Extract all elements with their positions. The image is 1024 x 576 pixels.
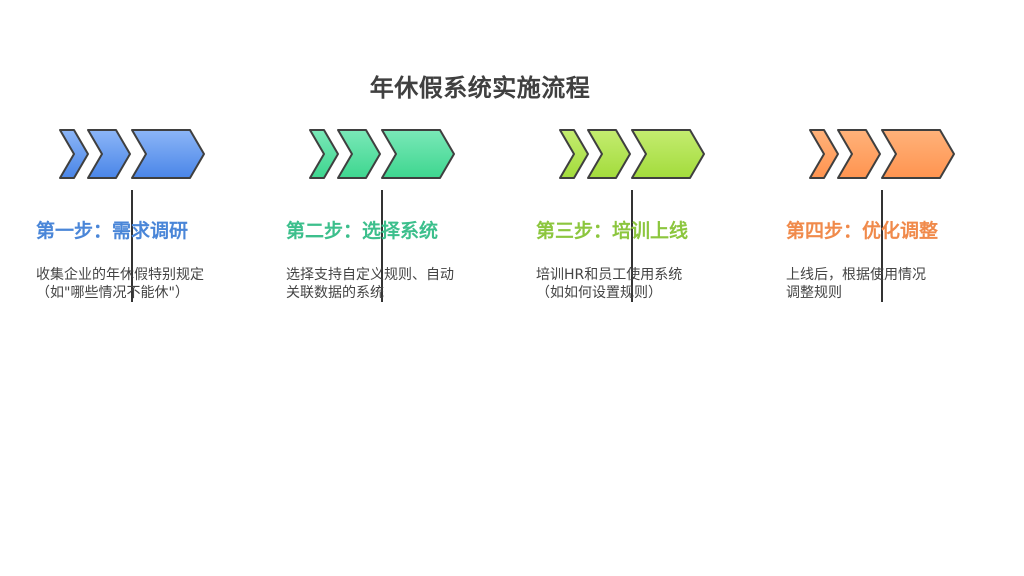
- description-line: 选择支持自定义规则、自动: [286, 267, 454, 283]
- chevron-small: [809, 129, 839, 179]
- connector-line: [131, 190, 133, 302]
- page-title: 年休假系统实施流程: [369, 74, 591, 102]
- connector-line: [631, 190, 633, 302]
- description-line: 关联数据的系统: [286, 285, 384, 301]
- step-3: 第三步：培训上线 培训HR和员工使用系统 （如如何设置规则）: [536, 120, 766, 320]
- step-heading: 第四步：优化调整: [786, 220, 939, 242]
- description-line: 收集企业的年休假特别规定: [36, 267, 204, 283]
- description-line: （如"哪些情况不能休"）: [36, 285, 189, 301]
- step-heading: 第一步：需求调研: [36, 220, 189, 242]
- description-line: 调整规则: [786, 285, 842, 301]
- chevron-large: [881, 129, 955, 179]
- chevron-small: [309, 129, 339, 179]
- step-description: 收集企业的年休假特别规定 （如"哪些情况不能休"）: [36, 266, 236, 302]
- chevron-large: [381, 129, 455, 179]
- description-line: （如如何设置规则）: [536, 285, 662, 301]
- chevron-large: [131, 129, 205, 179]
- step-heading: 第二步：选择系统: [286, 220, 439, 242]
- chevron-arrows-icon: [309, 129, 455, 179]
- chevron-medium: [337, 129, 381, 179]
- chevron-medium: [587, 129, 631, 179]
- chevron-arrows-icon: [59, 129, 205, 179]
- step-description: 选择支持自定义规则、自动 关联数据的系统: [286, 266, 486, 302]
- step-description: 培训HR和员工使用系统 （如如何设置规则）: [536, 266, 736, 302]
- connector-line: [881, 190, 883, 302]
- connector-line: [381, 190, 383, 302]
- step-description: 上线后，根据使用情况 调整规则: [786, 266, 986, 302]
- description-line: 培训HR和员工使用系统: [536, 267, 683, 283]
- chevron-small: [59, 129, 89, 179]
- chevron-medium: [87, 129, 131, 179]
- description-line: 上线后，根据使用情况: [786, 267, 926, 283]
- chevron-arrows-icon: [809, 129, 955, 179]
- chevron-medium: [837, 129, 881, 179]
- step-2: 第二步：选择系统 选择支持自定义规则、自动 关联数据的系统: [286, 120, 516, 320]
- chevron-large: [631, 129, 705, 179]
- chevron-small: [559, 129, 589, 179]
- step-1: 第一步：需求调研 收集企业的年休假特别规定 （如"哪些情况不能休"）: [36, 120, 266, 320]
- chevron-arrows-icon: [559, 129, 705, 179]
- step-4: 第四步：优化调整 上线后，根据使用情况 调整规则: [786, 120, 1016, 320]
- step-heading: 第三步：培训上线: [536, 220, 689, 242]
